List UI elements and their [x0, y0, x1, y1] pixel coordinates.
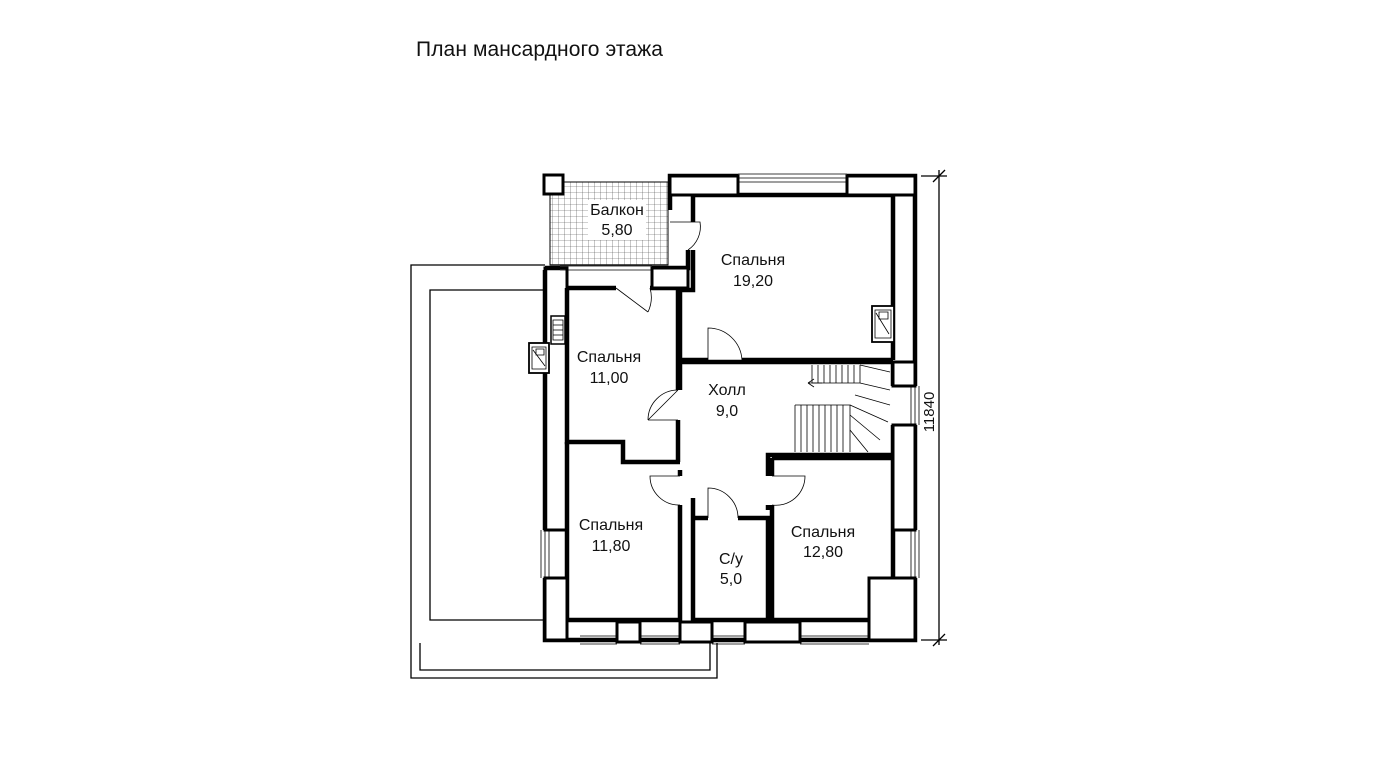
- overall-dimension-label: 11840: [921, 392, 938, 433]
- chimney-blocks: [528, 305, 895, 374]
- bedroom-2-area: 11,00: [590, 370, 629, 387]
- doors: [615, 221, 806, 519]
- bedroom-3-name: Спальня: [579, 517, 643, 534]
- balcony-name: Балкон: [590, 202, 644, 219]
- balcony-area: 5,80: [601, 222, 632, 239]
- page-title: План мансардного этажа: [416, 38, 664, 61]
- hall-name: Холл: [708, 382, 746, 399]
- roof-outline: [410, 264, 718, 679]
- bedroom-1-name: Спальня: [721, 252, 785, 269]
- bedroom-3-area: 11,80: [592, 538, 631, 555]
- bathroom-name: С/у: [719, 551, 743, 568]
- windows: [540, 173, 920, 645]
- room-labels: Балкон 5,80 Спальня 19,20 Спальня 11,00 …: [577, 202, 855, 588]
- bedroom-2-name: Спальня: [577, 349, 641, 366]
- bedroom-1-area: 19,20: [733, 273, 773, 290]
- hall-area: 9,0: [716, 403, 738, 420]
- staircase: [794, 364, 891, 453]
- wall-piers: [543, 174, 917, 644]
- bedroom-4-name: Спальня: [791, 524, 855, 541]
- balcony: [542, 173, 669, 266]
- bedroom-4-area: 12,80: [803, 544, 843, 561]
- dimension-line: 11840: [921, 169, 947, 647]
- bathroom-area: 5,0: [720, 571, 742, 588]
